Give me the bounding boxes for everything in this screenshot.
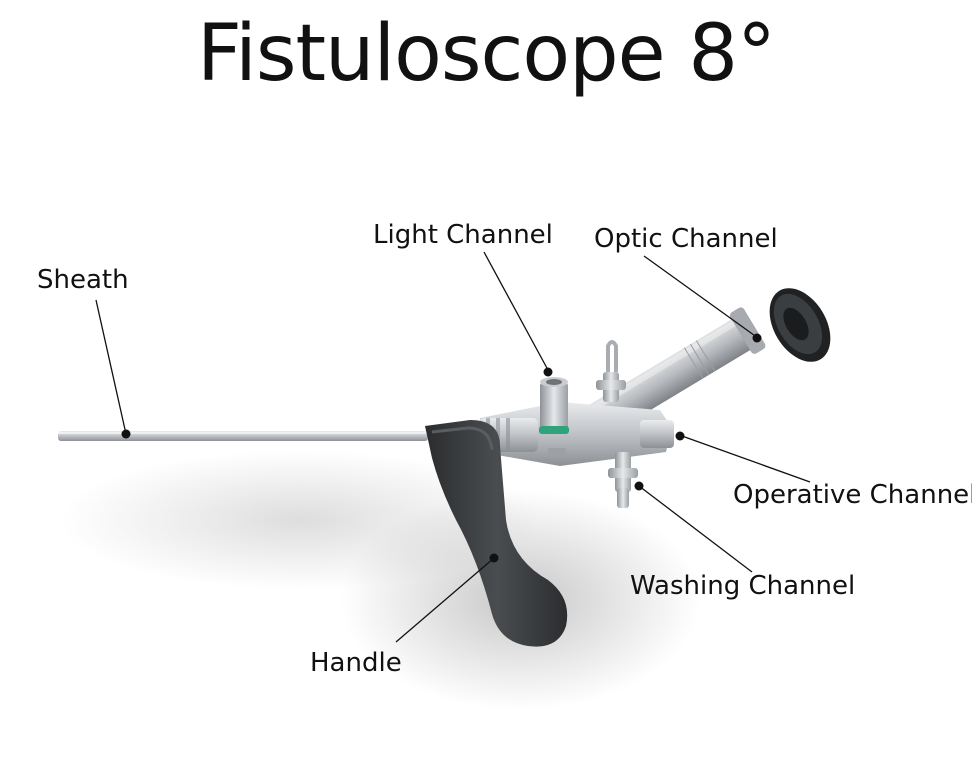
sheath-label: Sheath [37, 265, 129, 295]
operative-channel-dot [675, 431, 685, 441]
handle-leader [395, 557, 495, 643]
drop-shadow [60, 450, 540, 590]
light-channel-dot [543, 367, 553, 377]
page-title: Fistuloscope 8° [196, 9, 776, 99]
optic-channel-label: Optic Channel [594, 224, 778, 254]
washing-channel-label: Washing Channel [630, 571, 856, 601]
top-stopcock [596, 340, 626, 402]
light-channel-leader [483, 251, 549, 371]
bottom-stopcock [608, 452, 638, 508]
handle-label: Handle [310, 648, 402, 678]
optic-channel-dot [752, 333, 762, 343]
eyepiece-cup [769, 288, 831, 362]
sheath-tube [58, 431, 428, 441]
optic-channel-leader [643, 255, 759, 339]
operative-channel-leader [681, 435, 811, 483]
handle-grip [425, 420, 568, 647]
operative-channel-label: Operative Channel [733, 480, 972, 510]
leader-lines [95, 251, 811, 643]
handle-dot [489, 553, 499, 563]
washing-channel-leader [638, 485, 753, 573]
washing-channel-dot [634, 481, 644, 491]
light-channel-post [539, 377, 569, 434]
leader-dots [121, 333, 762, 563]
sheath-leader [95, 299, 127, 435]
sheath-dot [121, 429, 131, 439]
light-channel-label: Light Channel [373, 220, 553, 250]
